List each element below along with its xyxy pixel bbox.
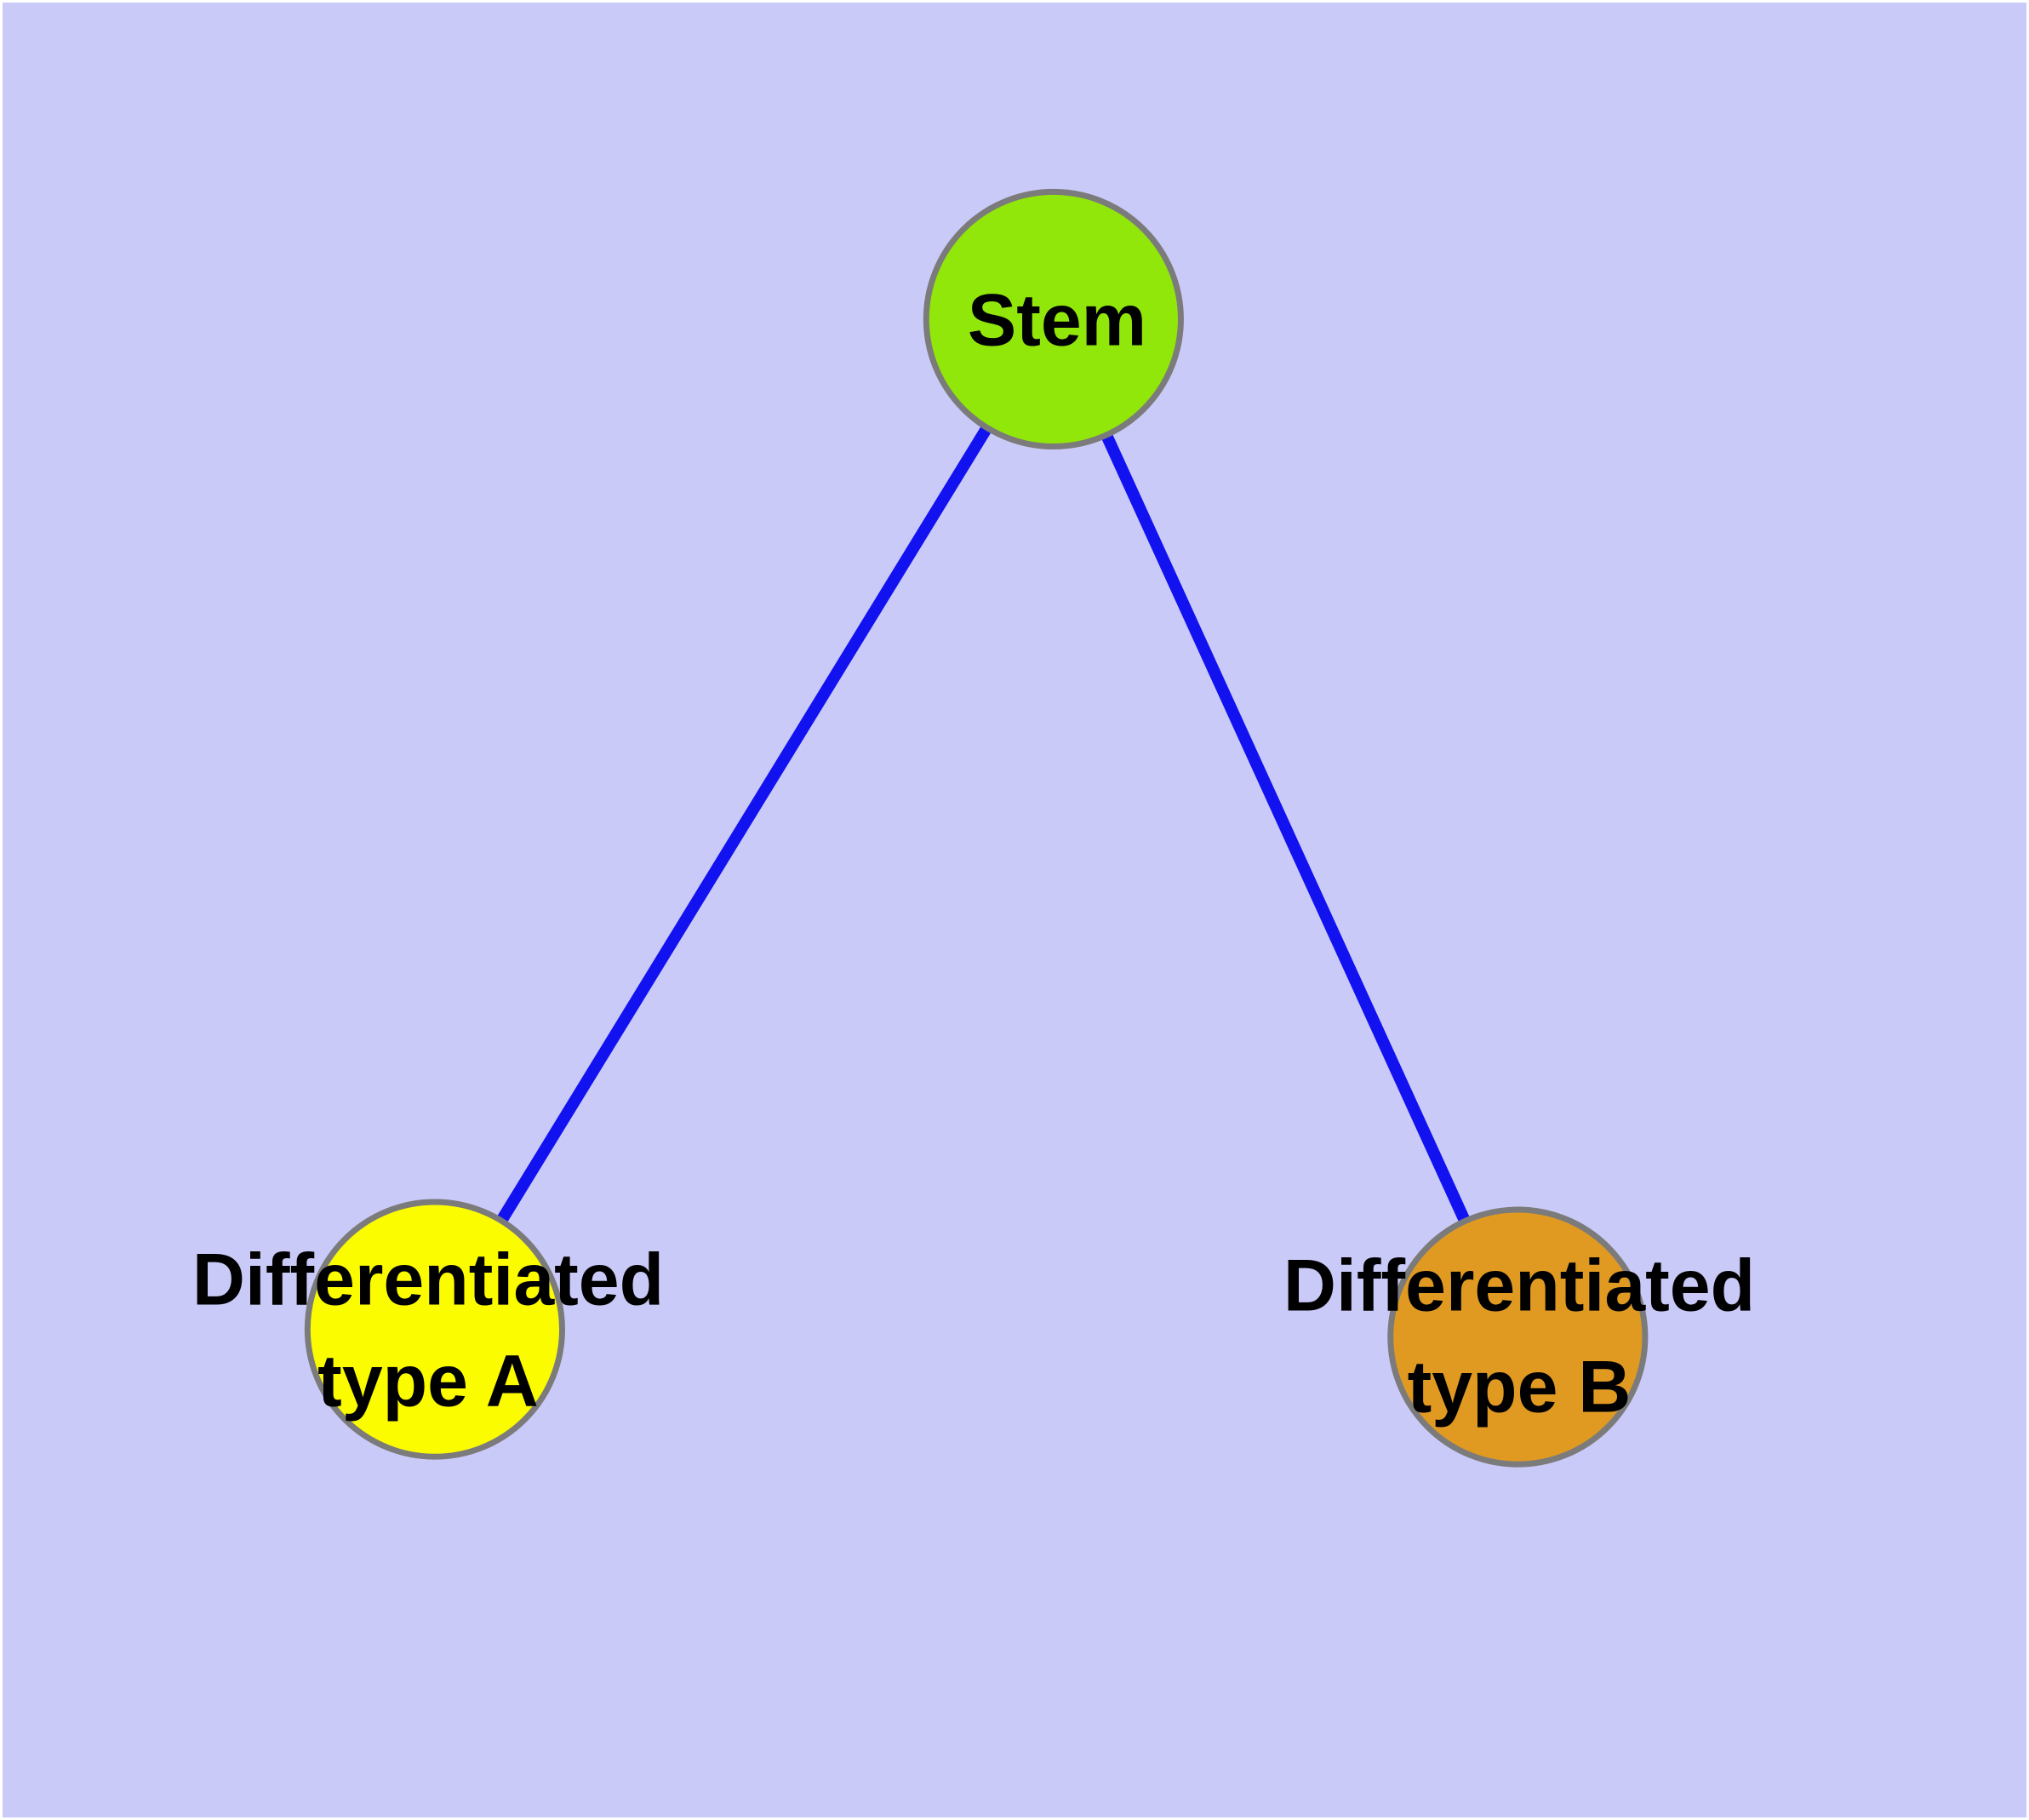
node-type-a-label-line2: type A <box>317 1340 539 1422</box>
node-type-b-label: Differentiated type B <box>1283 1235 1755 1437</box>
edge-stem-to-type-b <box>1048 317 1523 1340</box>
node-type-a-label-line1: Differentiated <box>191 1239 665 1321</box>
graph-svg <box>304 188 1649 1468</box>
edge-stem-to-type-a <box>429 316 1059 1333</box>
node-stem-label: Stem <box>967 279 1147 362</box>
node-type-a-label: Differentiated type A <box>192 1229 664 1431</box>
node-stem-circle <box>923 188 1184 450</box>
node-type-b-label-line1: Differentiated <box>1283 1245 1756 1327</box>
node-type-b-circle <box>1387 1206 1649 1468</box>
node-type-b-label-line2: type B <box>1407 1346 1632 1428</box>
node-type-a-circle <box>304 1199 565 1460</box>
